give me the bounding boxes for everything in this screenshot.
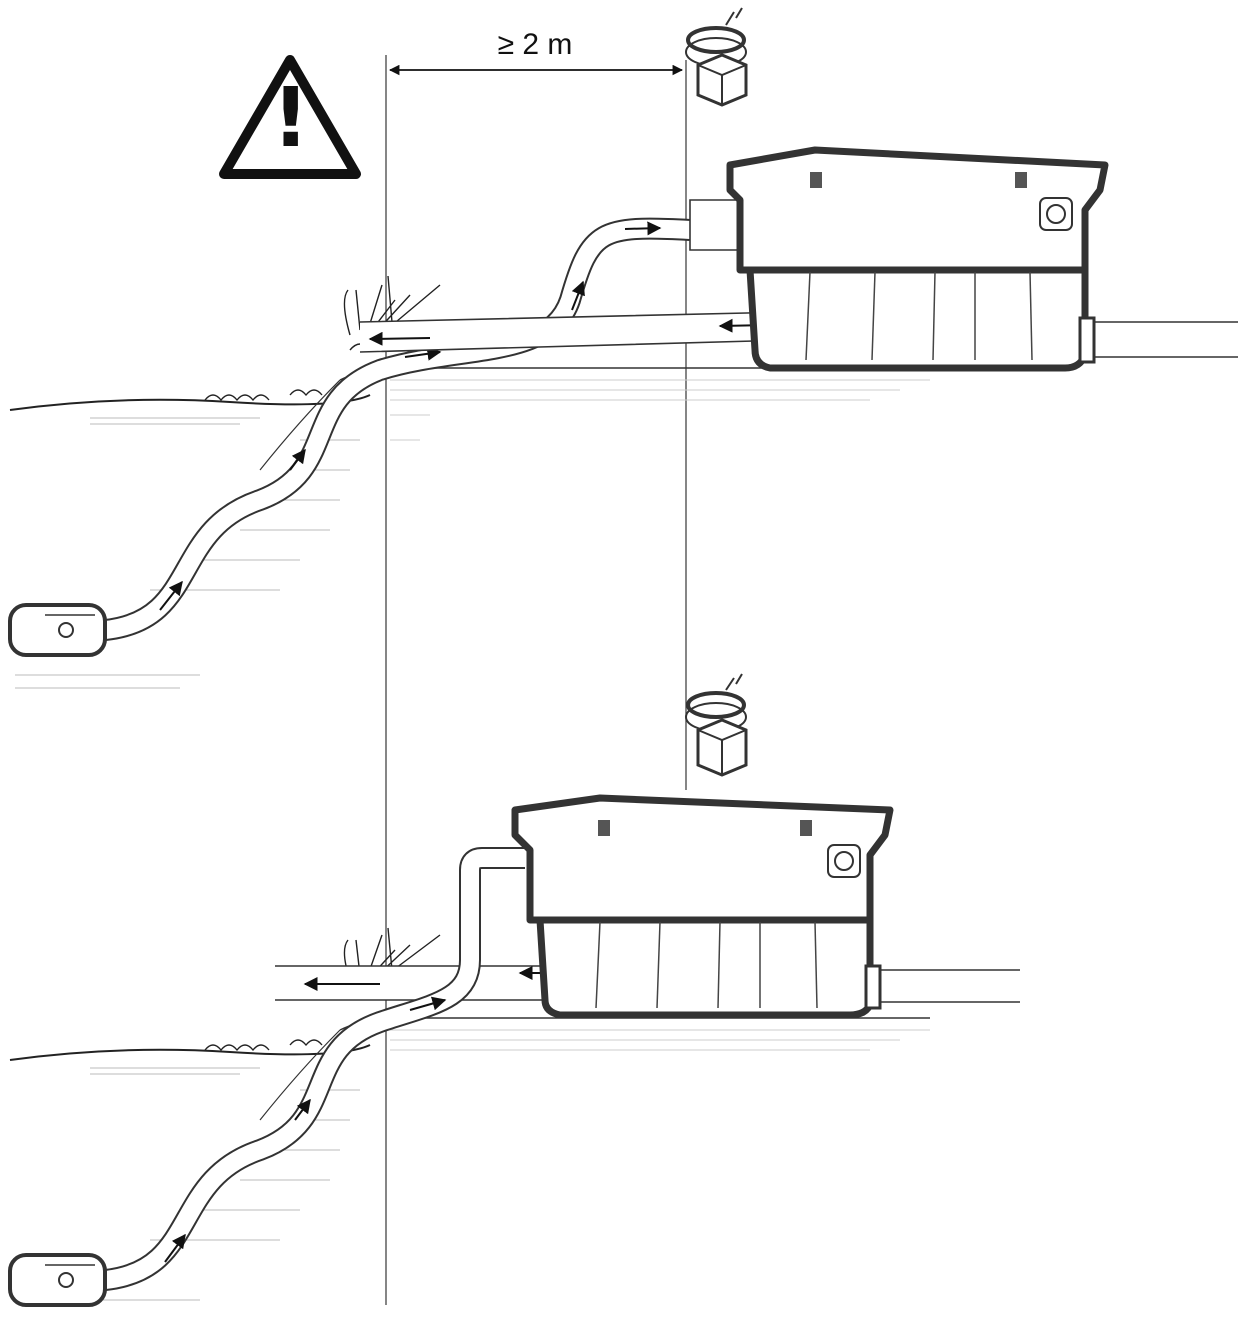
pond-water-top	[9, 379, 930, 689]
warning-triangle-icon	[219, 55, 361, 179]
distance-dimension	[385, 55, 687, 1305]
outlet-pipe-top	[1078, 316, 1238, 364]
scene-top	[8, 7, 1238, 689]
filter-box	[726, 146, 1109, 372]
supply-hose-bottom	[103, 847, 525, 1291]
transformer-icon	[685, 7, 748, 107]
pond-pump-icon	[8, 603, 107, 657]
transformer-icon	[685, 673, 748, 777]
supply-hose-top	[103, 217, 691, 641]
outlet-pipe-bottom	[864, 964, 1020, 1010]
water-plant-icon	[204, 927, 441, 1052]
distance-label: ≥ 2 m	[497, 28, 573, 61]
warning-exclamation: !	[272, 71, 310, 166]
pond-pump-icon	[8, 1253, 107, 1307]
return-pipe-top	[359, 307, 809, 353]
scene-bottom	[8, 673, 1020, 1307]
filter-box	[511, 794, 894, 1019]
